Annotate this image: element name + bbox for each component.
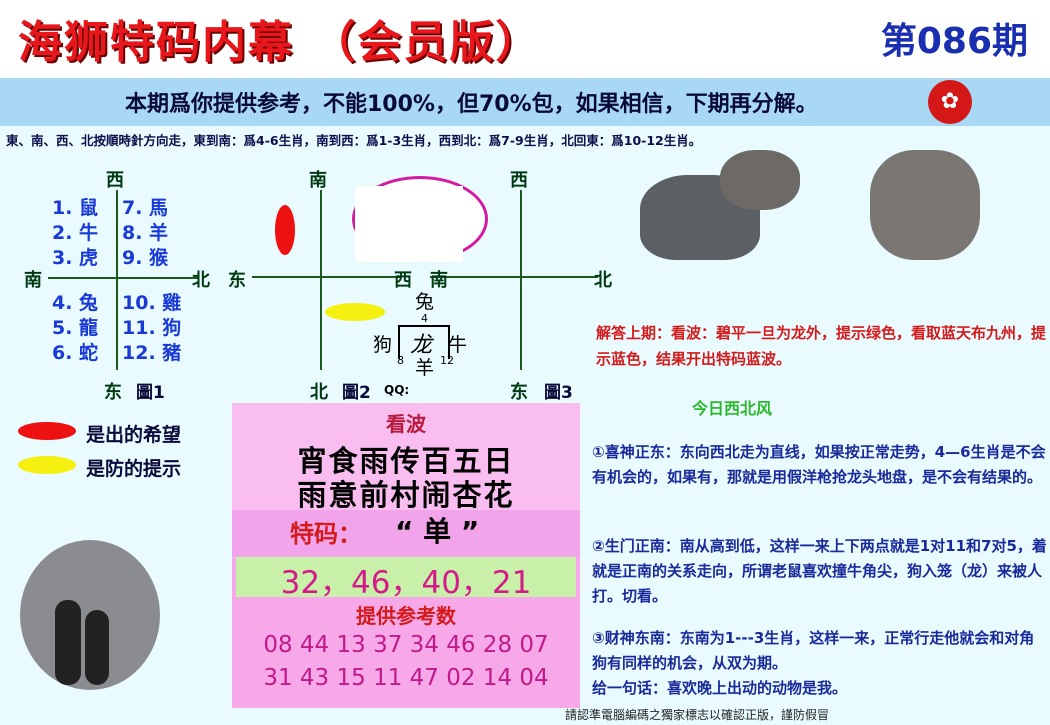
dir-west: 西 (394, 270, 412, 291)
zodiac-item: 2. 牛 (52, 222, 99, 244)
box-left-animal: 狗 (373, 334, 393, 356)
header-banner (0, 0, 1050, 78)
diagram-caption: 圖3 (544, 383, 573, 403)
numbers-band (236, 557, 576, 597)
legend-yellow-marker (18, 456, 76, 474)
zodiac-item: 1. 鼠 (52, 197, 99, 219)
dir-north: 北 (192, 270, 210, 291)
analysis-paragraph-3: ③财神东南：东南为1---3生肖，这样一来，正常行走他就会和对角狗有同样的机会，… (592, 629, 1035, 672)
axis-horizontal (252, 276, 402, 278)
legend-yellow-text: 是防的提示 (86, 458, 182, 480)
box-top-num: 4 (421, 312, 428, 325)
direction-rule: 東、南、西、北按順時針方向走，東到南：爲4-6生肖，南到西：爲1-3生肖，西到北… (6, 133, 702, 148)
box-top-animal: 兔 (415, 291, 435, 313)
subtitle: 本期爲你提供参考，不能100%，但70%包，如果相信，下期再分解。 (125, 92, 818, 117)
zodiac-item: 11. 狗 (122, 317, 182, 339)
dir-north: 北 (310, 382, 328, 403)
zodiac-item: 12. 豬 (122, 342, 182, 364)
tema-row (232, 510, 580, 556)
box-frame (398, 325, 450, 359)
wind-direction: 今日西北风 (692, 399, 773, 418)
box-center-animal: 龙 (410, 333, 433, 358)
cartoon-horse-head (720, 150, 800, 210)
legend-red-marker (18, 422, 76, 440)
poem-line-2: 雨意前村闹杏花 (297, 478, 515, 512)
dir-east: 东 (510, 382, 528, 403)
analysis-paragraph-2: ②生门正南：南从高到低，这样一来上下两点就是1对11和7对5，着就是正南的关系走… (592, 537, 1047, 605)
reference-row-1: 08 44 13 37 34 46 28 07 (263, 632, 549, 658)
analysis-paragraph-1: ①喜神正东：东向西北走为直线，如果按正常走势，4—6生肖是不会有机会的，如果有，… (592, 443, 1046, 486)
axis-vertical (320, 190, 322, 370)
red-marker (275, 205, 295, 255)
subtitle-bar (0, 78, 1050, 126)
zodiac-item: 3. 虎 (52, 247, 99, 269)
special-numbers: 32，46，40，21 (280, 565, 532, 601)
tema-label: 特码： (290, 520, 362, 548)
dir-north: 北 (594, 270, 612, 291)
dir-east: 东 (228, 270, 246, 291)
axis-vertical (116, 190, 118, 370)
zodiac-item: 7. 馬 (122, 197, 169, 219)
cartoon-ox-illustration (870, 150, 980, 260)
box-right-animal: 牛 (448, 334, 468, 356)
last-issue-answer: 解答上期：看波：碧平一旦为龙外，提示绿色，看取蓝天布九州，提示蓝色，结果开出特码… (596, 324, 1047, 368)
box-left-num: 8 (397, 354, 404, 367)
qq-label: QQ: (384, 383, 410, 397)
zodiac-item: 8. 羊 (122, 222, 169, 244)
zodiac-item: 10. 雞 (122, 292, 182, 314)
child-silhouette (55, 600, 81, 685)
dir-south: 南 (24, 270, 42, 291)
diagram-caption: 圖1 (136, 383, 165, 403)
zodiac-item: 6. 蛇 (52, 342, 99, 364)
diagram-caption: 圖2 (342, 383, 371, 403)
issue-number: 第086期 (880, 21, 1028, 62)
blank-patch (355, 186, 463, 262)
tema-value: “ 单 ” (395, 515, 480, 548)
zodiac-item: 9. 猴 (122, 247, 169, 269)
zodiac-item: 5. 龍 (52, 317, 99, 339)
poem-line-1: 宵食雨传百五日 (297, 444, 515, 478)
footer-notice: 請認準電腦編碼之獨家標志以確認正版，謹防假冒 (565, 708, 830, 722)
axis-vertical (520, 190, 522, 370)
kan-section (232, 403, 580, 510)
yellow-marker (325, 303, 385, 321)
reference-label: 提供参考数 (356, 604, 456, 628)
box-bottom-animal: 羊 (415, 357, 435, 379)
dir-south: 南 (430, 270, 448, 291)
kan-label: 看波 (386, 412, 426, 436)
page-title: 海狮特码内幕 （会员版） (18, 17, 542, 68)
dir-east: 东 (104, 382, 122, 403)
dir-west: 西 (106, 170, 124, 191)
child-silhouette (85, 610, 109, 685)
zodiac-item: 4. 兔 (52, 292, 99, 314)
analysis-paragraph-4: 给一句话：喜欢晚上出动的动物是我。 (592, 679, 848, 697)
legend-red-text: 是出的希望 (86, 424, 182, 446)
dir-south: 南 (309, 170, 327, 191)
axis-horizontal (430, 276, 598, 278)
box-right-num: 12 (440, 354, 454, 367)
axis-horizontal (48, 277, 198, 279)
reference-row-2: 31 43 15 11 47 02 14 04 (263, 665, 549, 691)
bauhinia-flag-icon: ✿ (928, 80, 972, 124)
dir-west: 西 (510, 170, 528, 191)
